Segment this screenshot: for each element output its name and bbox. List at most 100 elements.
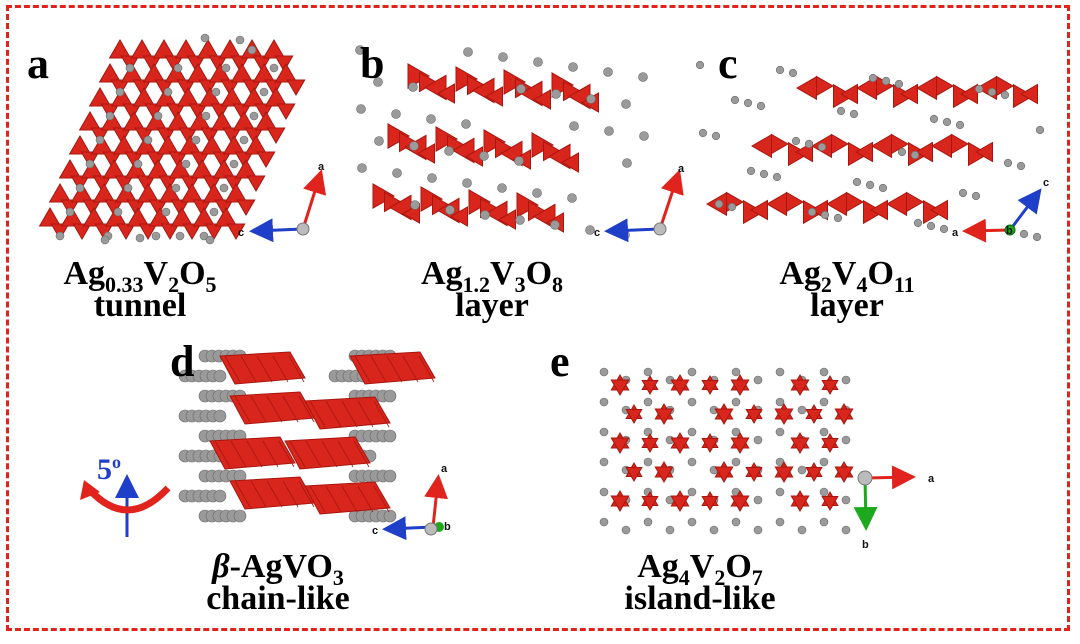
- polyhedron: [158, 183, 182, 203]
- panel-letter-b: b: [360, 39, 385, 88]
- polyhedron: [745, 467, 763, 482]
- atom: [788, 68, 798, 78]
- polyhedron: [560, 152, 579, 173]
- caption-c: Ag2V4O11 layer: [742, 255, 952, 323]
- polyhedron: [122, 103, 142, 120]
- atom: [817, 142, 827, 152]
- atom: [753, 495, 763, 505]
- polyhedron: [923, 199, 944, 225]
- atom: [569, 121, 579, 131]
- polyhedron: [968, 141, 989, 167]
- atom: [410, 200, 420, 210]
- atom: [221, 63, 231, 73]
- atom: [533, 57, 543, 67]
- polyhedron: [503, 69, 527, 95]
- atom: [807, 207, 817, 217]
- atom: [100, 235, 110, 245]
- polyhedron: [146, 151, 166, 168]
- atom: [498, 52, 508, 62]
- atom: [551, 89, 561, 99]
- atom: [759, 169, 769, 179]
- atom: [604, 126, 614, 136]
- axes-indicator-d: a c b: [372, 463, 451, 541]
- polyhedron: [670, 495, 690, 512]
- atom: [123, 183, 133, 193]
- atom: [819, 397, 829, 407]
- atom: [409, 141, 419, 151]
- polyhedron: [805, 467, 823, 482]
- caption-d: β-AgVO3 chain-like: [178, 550, 378, 616]
- polyhedron: [144, 103, 164, 120]
- atom: [151, 231, 161, 241]
- panel-letter-c: c: [718, 39, 738, 88]
- axis-label-a: a: [928, 473, 935, 485]
- polyhedron: [80, 151, 100, 168]
- polyhedron: [212, 159, 236, 179]
- atom: [731, 397, 741, 407]
- polyhedron: [156, 135, 180, 155]
- polyhedron: [670, 437, 690, 454]
- atom: [797, 465, 807, 475]
- polyhedron: [120, 55, 140, 72]
- atom: [175, 231, 185, 241]
- formula-a: Ag0.33V2O5: [63, 255, 217, 297]
- polyhedron: [104, 207, 128, 227]
- polyhedron: [468, 189, 492, 215]
- atom: [926, 221, 936, 231]
- formula-c: Ag2V4O11: [779, 255, 915, 297]
- atom: [665, 525, 675, 535]
- atom: [730, 95, 740, 105]
- polyhedron: [208, 63, 232, 83]
- polyhedron: [78, 111, 102, 131]
- polyhedron: [212, 151, 232, 168]
- structure-a-tunnel: [38, 33, 306, 245]
- polyhedron: [254, 111, 278, 131]
- polyhedron-chain: [219, 351, 306, 385]
- atom: [775, 65, 785, 75]
- polyhedron: [152, 39, 176, 59]
- atom: [731, 427, 741, 437]
- atom: [219, 183, 229, 193]
- axis-label-b: b: [862, 539, 869, 551]
- polyhedron: [186, 63, 210, 83]
- polyhedron: [774, 408, 794, 425]
- atom: [836, 106, 846, 116]
- polyhedron: [116, 223, 136, 240]
- polyhedron: [953, 83, 974, 109]
- axis-label-a: a: [678, 163, 685, 175]
- polyhedron: [262, 39, 286, 59]
- polyhedron: [68, 135, 92, 155]
- atom: [568, 62, 578, 72]
- polyhedron: [214, 207, 238, 227]
- polyhedron: [974, 141, 993, 163]
- atom: [958, 188, 968, 198]
- polyhedron: [198, 87, 222, 107]
- atom: [209, 207, 219, 217]
- polyhedron: [641, 438, 659, 453]
- polyhedron: [188, 103, 208, 120]
- polyhedron: [714, 466, 734, 483]
- polyhedron: [230, 63, 254, 83]
- polyhedron: [220, 79, 240, 96]
- polyhedron: [134, 127, 154, 144]
- polyhedron: [210, 111, 234, 131]
- rotation-arc-arrow: [85, 485, 171, 514]
- atom: [687, 487, 697, 497]
- atom: [687, 457, 697, 467]
- atom: [913, 218, 923, 228]
- atom: [852, 177, 862, 187]
- structure-type-e: island-like: [624, 580, 776, 617]
- polyhedron: [210, 103, 230, 120]
- polyhedron: [372, 183, 396, 209]
- polyhedron: [786, 191, 805, 213]
- atom: [772, 172, 782, 182]
- atom: [731, 367, 741, 377]
- polyhedron: [148, 207, 172, 227]
- polyhedron: [821, 438, 839, 453]
- polyhedron: [58, 159, 82, 179]
- polyhedron: [122, 111, 146, 131]
- polyhedron: [701, 496, 719, 511]
- polyhedron: [869, 199, 888, 221]
- atom: [373, 77, 383, 87]
- polyhedron: [1019, 83, 1038, 105]
